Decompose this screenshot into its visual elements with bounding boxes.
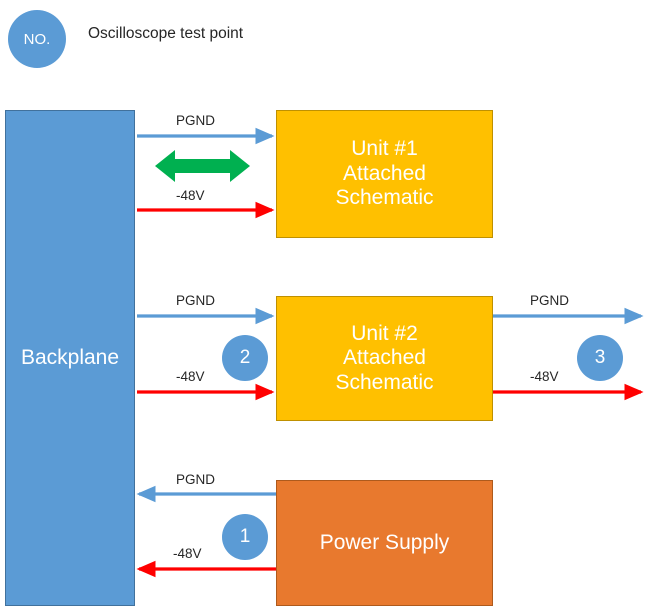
legend-description: Oscilloscope test point bbox=[88, 25, 244, 42]
unit1-label-line1: Unit #1 bbox=[351, 137, 418, 161]
test-point-2-label: 2 bbox=[239, 347, 251, 368]
unit1-label-line3: Schematic bbox=[335, 186, 434, 210]
unit2-label: Unit #2 Attached Schematic bbox=[335, 322, 433, 395]
backplane-label: Backplane bbox=[20, 345, 120, 369]
unit1-label-line2: Attached bbox=[343, 161, 426, 185]
label-unit2-in-pgnd: PGND bbox=[176, 293, 216, 308]
block-unit1[interactable]: Unit #1 Attached Schematic bbox=[276, 110, 493, 238]
legend-number-circle: NO. bbox=[8, 10, 66, 68]
label-unit1-pgnd: PGND bbox=[176, 113, 216, 128]
unit1-label: Unit #1 Attached Schematic bbox=[335, 137, 433, 210]
legend-circle-label: NO. bbox=[23, 30, 51, 48]
unit2-label-line2: Attached bbox=[343, 346, 426, 370]
test-point-1-label: 1 bbox=[239, 526, 251, 547]
unit2-label-line1: Unit #2 bbox=[351, 321, 418, 345]
test-point-1[interactable]: 1 bbox=[222, 514, 268, 560]
label-psu-neg48v: -48V bbox=[173, 546, 202, 561]
block-power-supply[interactable]: Power Supply bbox=[276, 480, 493, 606]
power-supply-label: Power Supply bbox=[319, 530, 450, 554]
label-unit2-out-neg48v: -48V bbox=[530, 369, 559, 384]
test-point-3[interactable]: 3 bbox=[577, 335, 623, 381]
unit2-label-line3: Schematic bbox=[335, 370, 434, 394]
test-point-3-label: 3 bbox=[594, 347, 606, 368]
label-psu-pgnd: PGND bbox=[176, 472, 216, 487]
label-unit2-in-neg48v: -48V bbox=[176, 369, 205, 384]
label-unit2-out-pgnd: PGND bbox=[530, 293, 570, 308]
block-backplane[interactable]: Backplane bbox=[5, 110, 135, 606]
label-unit1-neg48v: -48V bbox=[176, 188, 205, 203]
bidirectional-arrow-icon bbox=[155, 150, 250, 182]
test-point-2[interactable]: 2 bbox=[222, 335, 268, 381]
block-unit2[interactable]: Unit #2 Attached Schematic bbox=[276, 296, 493, 421]
